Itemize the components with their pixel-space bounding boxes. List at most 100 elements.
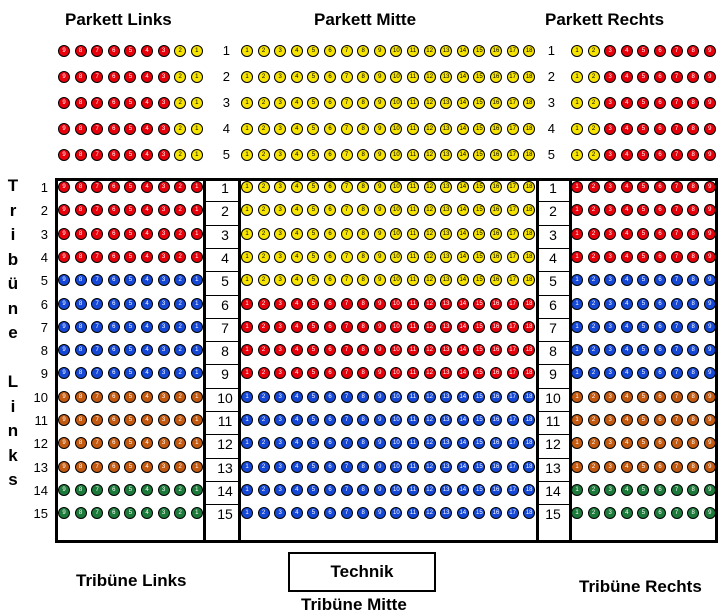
- parkett-middle-seat: 8: [357, 71, 370, 83]
- parkett-middle-seat: 13: [440, 123, 453, 135]
- tribune-middle-seat: 5: [307, 507, 320, 520]
- tribune-left-seat: 1: [190, 250, 203, 263]
- tribune-middle-seat: 16: [490, 414, 502, 426]
- parkett-middle-seat: 11: [407, 97, 419, 109]
- tribune-middle-seat: 13: [440, 437, 453, 450]
- tribune-left-seat: 6: [107, 344, 120, 357]
- tribune-middle-seat: 12: [423, 320, 436, 333]
- parkett-middle-seat: 8: [357, 97, 370, 109]
- tribune-middle-seat: 5: [307, 227, 320, 240]
- tribune-middle-seat: 17: [506, 390, 519, 403]
- tribune-right-seat: 9: [703, 204, 716, 217]
- tribune-left-seat: 1: [190, 483, 203, 496]
- tribune-right-seat: 9: [703, 483, 716, 496]
- tribune-right-seat: 2: [587, 344, 600, 357]
- tribune-middle-seat: 8: [357, 204, 370, 217]
- tribune-middle-seat: 4: [290, 204, 303, 217]
- tribune-right-seat: 7: [670, 204, 683, 217]
- parkett-right-seat: 2: [587, 123, 600, 135]
- tribune-right-seat: 1: [571, 204, 583, 217]
- tribune-middle-seat: 16: [490, 227, 502, 240]
- tribune-middle-seat: 18: [523, 227, 536, 240]
- tribune-middle-seat: 6: [324, 507, 336, 520]
- tribune-left-seat: 6: [107, 460, 120, 473]
- parkett-middle-seat: 6: [324, 45, 336, 57]
- tribune-right-seat: 7: [670, 390, 683, 403]
- tribune-right-seat: 1: [571, 390, 583, 403]
- tribune-left-seat: 3: [157, 250, 170, 263]
- tribune-middle-seat: 10: [390, 297, 403, 310]
- parkett-middle-seat: 6: [324, 71, 336, 83]
- tribune-middle-seat: 4: [290, 367, 303, 380]
- tribune-middle-seat: 10: [390, 227, 403, 240]
- tribune-middle-seat: 5: [307, 483, 320, 496]
- aisle-separator: [539, 271, 569, 273]
- tribune-middle-seat: 16: [490, 507, 502, 520]
- tribune-middle-seat: 16: [490, 320, 502, 333]
- tribune-row-number-left-aisle: 8: [221, 343, 229, 360]
- tribune-middle-seat: 9: [373, 367, 386, 380]
- parkett-middle-seat: 18: [523, 45, 536, 57]
- tribune-middle-seat: 11: [407, 181, 419, 193]
- parkett-right-seat: 1: [571, 45, 583, 57]
- tribune-right-seat: 1: [571, 227, 583, 240]
- tribune-middle-seat: 11: [407, 204, 419, 217]
- tribune-right-seat: 6: [654, 367, 666, 380]
- aisle-separator: [206, 224, 238, 226]
- tribune-left-seat: 9: [58, 507, 70, 520]
- tribune-left-seat: 6: [107, 227, 120, 240]
- tribune-middle-seat: 9: [373, 320, 386, 333]
- aisle-separator: [539, 504, 569, 506]
- tribune-middle-seat: 7: [340, 437, 353, 450]
- tribune-left-seat: 8: [74, 460, 87, 473]
- tribune-row-number-outer: 5: [40, 273, 48, 289]
- tribune-middle-seat: 18: [523, 204, 536, 217]
- tribune-left-seat: 7: [91, 274, 104, 287]
- tribune-middle-seat: 16: [490, 437, 502, 450]
- tribune-right-seat: 3: [604, 390, 617, 403]
- parkett-right-seat: 1: [571, 123, 583, 135]
- parkett-right-seat: 7: [670, 149, 683, 161]
- tribune-middle-seat: 13: [440, 367, 453, 380]
- tribune-middle-seat: 11: [407, 437, 419, 450]
- tribune-middle-seat: 17: [506, 460, 519, 473]
- tribune-middle-seat: 7: [340, 507, 353, 520]
- tribune-right-seat: 2: [587, 414, 600, 426]
- tribune-middle-seat: 6: [324, 344, 336, 357]
- tribune-middle-seat: 8: [357, 483, 370, 496]
- tribune-middle-seat: 10: [390, 274, 403, 287]
- tribune-left-seat: 8: [74, 414, 87, 426]
- tribune-right-seat: 4: [620, 507, 633, 520]
- tribune-middle-seat: 16: [490, 390, 502, 403]
- tribune-middle-seat: 8: [357, 250, 370, 263]
- tribune-middle-seat: 8: [357, 437, 370, 450]
- tribune-left-seat: 5: [124, 483, 137, 496]
- tribune-middle-seat: 5: [307, 367, 320, 380]
- tribune-left-seat: 9: [58, 460, 70, 473]
- tribune-middle-seat: 14: [456, 367, 469, 380]
- tribune-middle-seat: 8: [357, 227, 370, 240]
- tribune-right-seat: 7: [670, 227, 683, 240]
- parkett-middle-seat: 2: [257, 123, 270, 135]
- parkett-right-seat: 8: [687, 123, 700, 135]
- parkett-right-seat: 5: [637, 71, 650, 83]
- tribune-right-seat: 2: [587, 390, 600, 403]
- parkett-left-seat: 8: [74, 45, 87, 57]
- aisle-separator: [539, 247, 569, 249]
- tribune-right-seat: 8: [687, 274, 700, 287]
- parkett-middle-seat: 11: [407, 71, 419, 83]
- tribune-middle-seat: 1: [241, 483, 253, 496]
- tribune-right-seat: 7: [670, 367, 683, 380]
- tribune-right-seat: 4: [620, 204, 633, 217]
- tribune-left-seat: 1: [190, 437, 203, 450]
- tribune-middle-seat: 1: [241, 204, 253, 217]
- tribune-left-seat: 5: [124, 204, 137, 217]
- tribune-middle-seat: 16: [490, 204, 502, 217]
- tribune-right-seat: 9: [703, 297, 716, 310]
- aisle-separator: [206, 341, 238, 343]
- tribune-right-seat: 4: [620, 460, 633, 473]
- tribune-middle-seat: 3: [274, 181, 287, 193]
- tribune-right-seat: 5: [637, 204, 650, 217]
- tribune-middle-seat: 12: [423, 344, 436, 357]
- tribune-middle-seat: 14: [456, 181, 469, 193]
